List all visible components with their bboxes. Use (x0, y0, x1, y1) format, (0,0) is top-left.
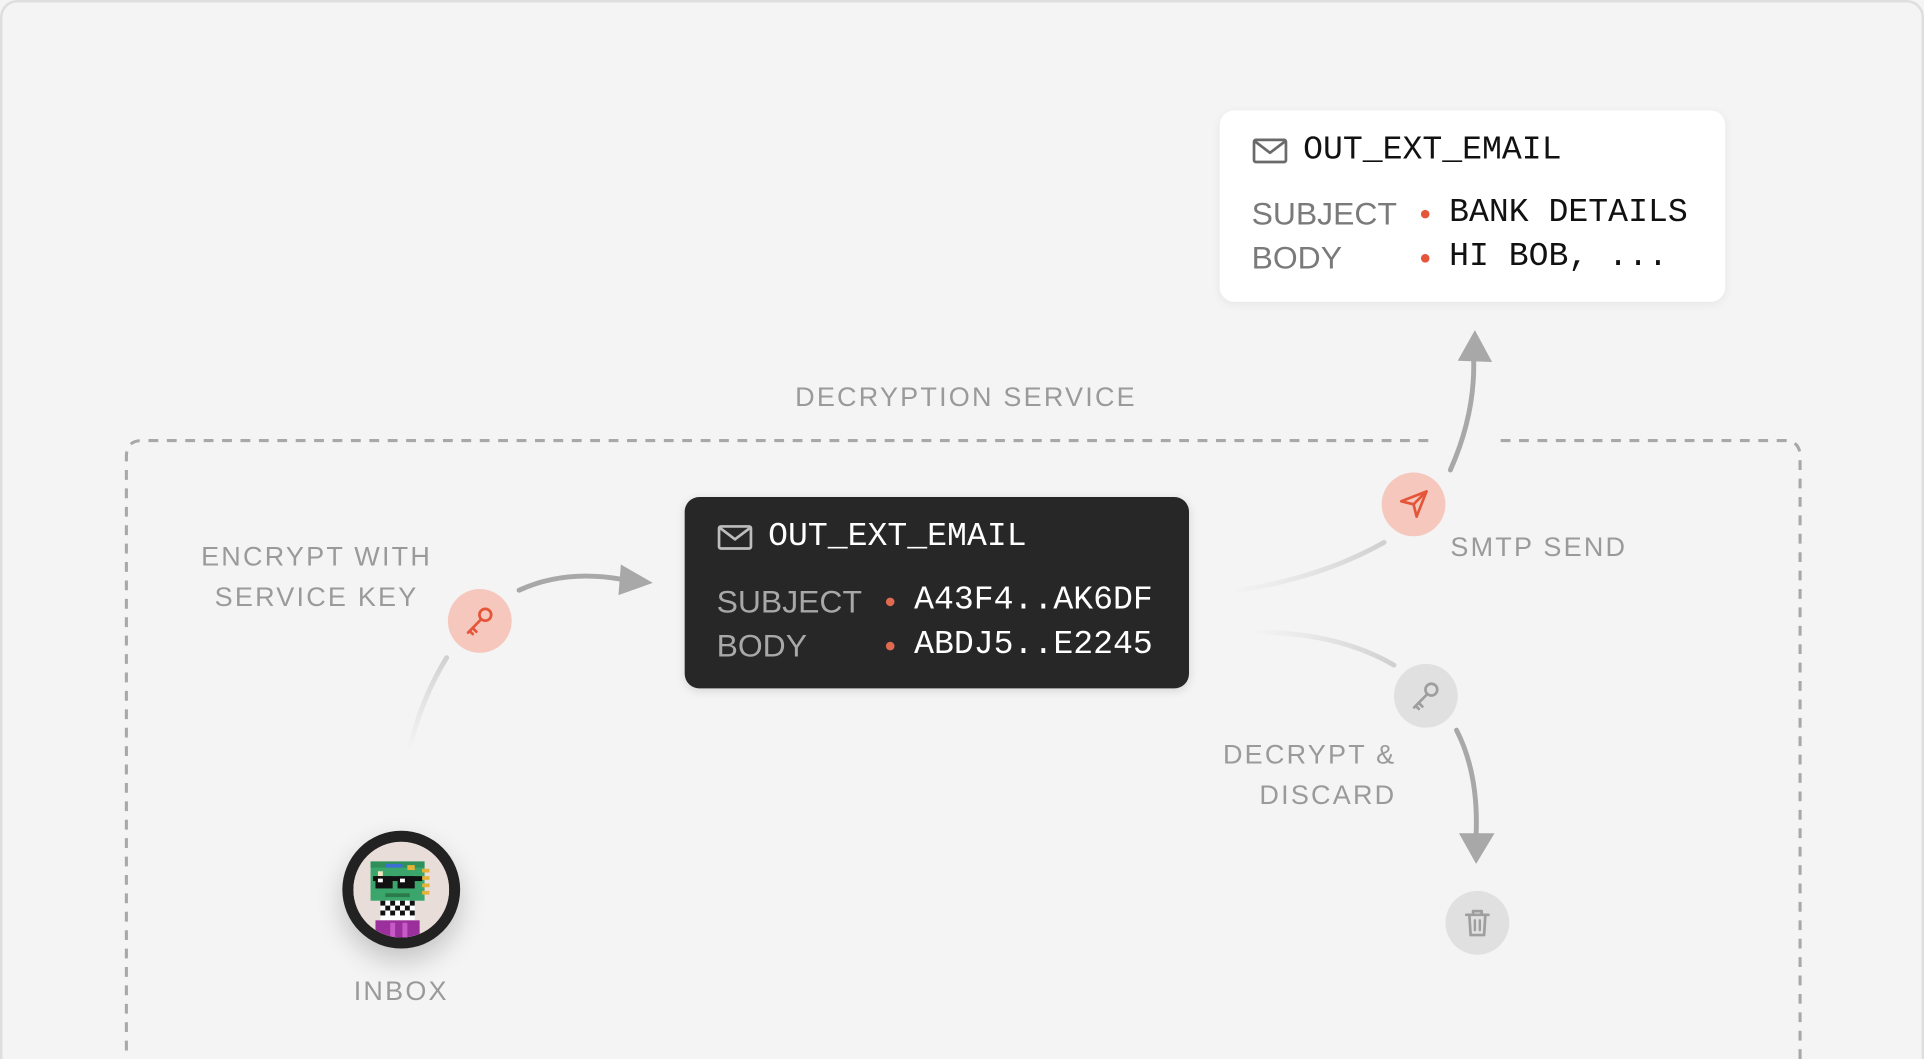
service-boundary (124, 439, 1802, 1059)
arrowhead-trash (1458, 833, 1495, 864)
arrow-key-to-encrypted-email (516, 573, 624, 593)
arrowhead-outgoing (1457, 330, 1493, 362)
arrow-decrypt-to-trash (1454, 727, 1479, 837)
discard-trash-badge (1445, 890, 1510, 955)
label-line: ENCRYPT WITH (201, 541, 433, 572)
field-key: SUBJECT (1251, 194, 1397, 232)
field-row: SUBJECT BANK DETAILS (1252, 191, 1694, 235)
encrypt-step-label: ENCRYPT WITH SERVICE KEY (194, 536, 439, 617)
encrypted-email-card: OUT_EXT_EMAIL SUBJECT A43F4..AK6DF BODY … (684, 496, 1190, 689)
envelope-icon (717, 525, 753, 550)
bullet-dot (885, 596, 895, 606)
arrowhead-encrypted-email (618, 564, 653, 596)
send-icon (1399, 490, 1428, 518)
field-row: BODY HI BOB, ... (1252, 236, 1694, 280)
envelope-icon (1252, 138, 1288, 164)
outgoing-email-title: OUT_EXT_EMAIL (1303, 132, 1562, 170)
bullet-dot (885, 641, 895, 650)
label-line: DISCARD (1259, 779, 1397, 810)
label-line: DECRYPT & (1222, 738, 1397, 770)
decrypt-key-badge (1393, 663, 1458, 728)
robot-avatar-icon (353, 841, 450, 938)
field-key: BODY (716, 626, 808, 664)
bullet-dot (1420, 253, 1430, 262)
inbox-avatar (342, 830, 461, 949)
field-row: SUBJECT A43F4..AK6DF (717, 579, 1158, 623)
connector-inbox-to-key (406, 655, 450, 754)
decrypt-discard-label: DECRYPT & DISCARD (1151, 734, 1396, 815)
bullet-dot (1420, 209, 1430, 218)
field-key: SUBJECT (716, 582, 862, 620)
outgoing-email-card: OUT_EXT_EMAIL SUBJECT BANK DETAILS BODY … (1219, 110, 1726, 302)
field-row: BODY ABDJ5..E2245 (717, 623, 1158, 667)
arrow-send-to-outgoing (1447, 358, 1477, 473)
field-value: BANK DETAILS (1449, 195, 1688, 232)
encrypted-email-title: OUT_EXT_EMAIL (768, 519, 1027, 556)
trash-icon (1464, 909, 1490, 937)
label-line: SERVICE KEY (214, 581, 419, 613)
inbox-label: INBOX (353, 975, 449, 1007)
key-icon (466, 607, 493, 636)
smtp-send-label: SMTP SEND (1450, 531, 1628, 563)
field-value: ABDJ5..E2245 (914, 627, 1153, 664)
key-icon (1412, 682, 1439, 711)
connector-email-to-send (1228, 539, 1387, 594)
connector-email-to-decrypt (1249, 629, 1397, 668)
field-value: A43F4..AK6DF (914, 582, 1153, 620)
field-value: HI BOB, ... (1449, 239, 1668, 277)
region-label: DECRYPTION SERVICE (795, 381, 1137, 413)
encrypt-key-badge (447, 589, 512, 653)
smtp-send-badge (1381, 472, 1446, 537)
field-key: BODY (1251, 238, 1342, 276)
